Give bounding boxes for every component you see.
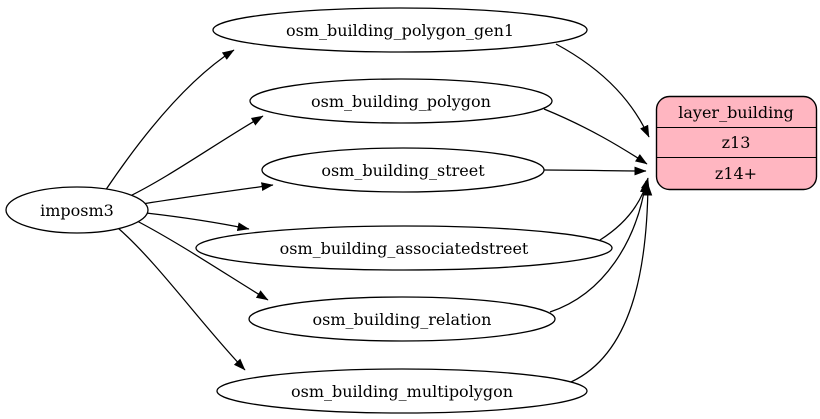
edges-group: [104, 43, 653, 383]
edge-osm-building-street-z14: [543, 166, 647, 176]
node-osm-building-multipolygon-label: osm_building_multipolygon: [291, 382, 513, 401]
node-imposm3-label: imposm3: [40, 201, 114, 220]
edge-osm-building-relation-z14: [549, 180, 649, 313]
node-osm-building-polygon-gen1: osm_building_polygon_gen1: [212, 7, 588, 53]
node-imposm3: imposm3: [5, 186, 149, 234]
edge-imposm3-osm-building-associatedstreet: [145, 212, 250, 231]
node-osm-building-associatedstreet: osm_building_associatedstreet: [195, 225, 613, 271]
edge-imposm3-osm-building-polygon-gen1: [104, 49, 235, 192]
node-osm-building-associatedstreet-shape: [195, 225, 613, 271]
edge-imposm3-osm-building-multipolygon: [117, 227, 246, 371]
node-osm-building-polygon: osm_building_polygon: [249, 78, 553, 124]
edge-imposm3-osm-building-polygon: [125, 115, 264, 199]
node-osm-building-street-shape: [261, 147, 545, 193]
node-osm-building-polygon-gen1-label: osm_building_polygon_gen1: [286, 21, 514, 40]
node-osm-building-multipolygon: osm_building_multipolygon: [216, 368, 588, 414]
edge-osm-building-polygon-gen1-z13: [555, 43, 650, 138]
node-layer-building-row-z13: z13: [722, 133, 751, 152]
node-osm-building-associatedstreet-label: osm_building_associatedstreet: [280, 239, 529, 258]
node-osm-building-multipolygon-shape: [216, 368, 588, 414]
node-layer-building-row-z14: z14+: [715, 164, 757, 183]
node-osm-building-street-label: osm_building_street: [321, 161, 485, 180]
node-osm-building-polygon-gen1-shape: [212, 7, 588, 53]
node-osm-building-polygon-label: osm_building_polygon: [311, 92, 491, 111]
edge-imposm3-osm-building-street: [141, 182, 274, 205]
node-layer-building-title: layer_building: [678, 103, 794, 122]
edge-imposm3-osm-building-relation: [136, 220, 269, 301]
edge-osm-building-associatedstreet-z14: [599, 177, 650, 241]
node-layer-building: layer_building z13 z14+: [655, 95, 818, 191]
node-osm-building-polygon-shape: [249, 78, 553, 124]
node-osm-building-relation: osm_building_relation: [248, 296, 556, 342]
edge-osm-building-polygon-z14: [543, 108, 648, 165]
node-osm-building-relation-label: osm_building_relation: [313, 310, 492, 329]
node-osm-building-relation-shape: [248, 296, 556, 342]
node-layer-building-shape: [655, 95, 818, 191]
edge-osm-building-multipolygon-z14: [570, 183, 653, 383]
node-imposm3-shape: [5, 186, 149, 234]
node-osm-building-street: osm_building_street: [261, 147, 545, 193]
